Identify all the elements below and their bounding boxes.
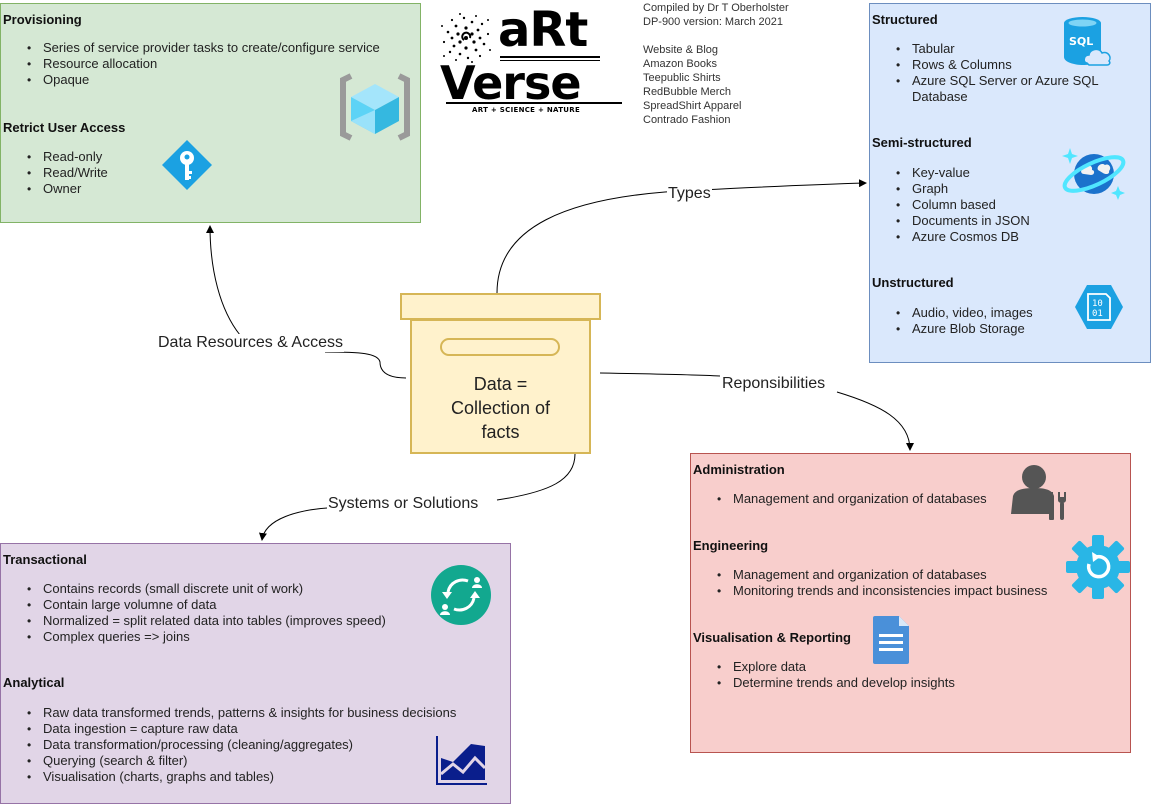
visualisation-list: Explore data Determine trends and develo… (717, 659, 955, 691)
edge-systems (496, 453, 576, 501)
logo-tagline: ART + SCIENCE + NATURE (472, 106, 581, 114)
edge-resources (324, 351, 407, 379)
list-item: Read-only (27, 149, 108, 165)
edge-label-responsibilities: Reponsibilities (721, 375, 827, 393)
link-website[interactable]: Website & Blog (643, 44, 719, 56)
edge-systems-lower (258, 507, 328, 541)
version-text: DP-900 version: March 2021 (643, 16, 784, 28)
resources-panel: Provisioning Series of service provider … (0, 3, 421, 223)
list-item: Owner (27, 181, 108, 197)
administration-list: Management and organization of databases (717, 491, 987, 507)
list-item: Azure SQL Server or Azure SQL Database (896, 73, 1126, 105)
responsibilities-panel: Administration Management and organizati… (690, 453, 1131, 753)
section-title-engineering: Engineering (693, 538, 769, 553)
section-title-unstructured: Unstructured (872, 275, 954, 290)
gear-refresh-icon (1066, 535, 1130, 599)
list-item: Querying (search & filter) (27, 753, 456, 769)
transactional-list: Contains records (small discrete unit of… (27, 581, 386, 645)
section-title-analytical: Analytical (3, 675, 65, 690)
svg-text:10: 10 (1092, 299, 1103, 309)
link-contrado[interactable]: Contrado Fashion (643, 114, 731, 126)
list-item: Audio, video, images (896, 305, 1033, 321)
edge-resources-upper (206, 225, 241, 336)
logo-rule (500, 56, 600, 58)
section-title-restrict-access: Retrict User Access (3, 120, 126, 135)
list-item: Determine trends and develop insights (717, 675, 955, 691)
sql-database-icon: SQL (1064, 17, 1111, 66)
list-item: Data transformation/processing (cleaning… (27, 737, 456, 753)
edge-label-systems: Systems or Solutions (327, 495, 480, 513)
svg-text:SQL: SQL (1069, 35, 1093, 48)
list-item: Documents in JSON (896, 213, 1030, 229)
edge-responsibilities (599, 372, 721, 377)
provisioning-list: Series of service provider tasks to crea… (27, 40, 380, 88)
edge-label-types: Types (667, 185, 712, 203)
resource-cube-icon (340, 73, 410, 141)
unstructured-list: Audio, video, images Azure Blob Storage (896, 305, 1033, 337)
link-spreadshirt[interactable]: SpreadShirt Apparel (643, 100, 742, 112)
logo-rule (446, 102, 622, 104)
section-title-administration: Administration (693, 462, 785, 477)
author-text: Compiled by Dr T Oberholster (643, 2, 789, 14)
document-icon (873, 616, 909, 664)
link-amazon[interactable]: Amazon Books (643, 58, 717, 70)
edge-label-resources: Data Resources & Access (157, 334, 344, 352)
list-item: Series of service provider tasks to crea… (27, 40, 380, 56)
list-item: Monitoring trends and inconsistencies im… (717, 583, 1047, 599)
list-item: Opaque (27, 72, 380, 88)
sync-users-icon (431, 565, 491, 625)
logo-word-verse: Verse (440, 56, 582, 110)
list-item: Azure Cosmos DB (896, 229, 1030, 245)
data-box-label: Data = Collection of facts (450, 374, 551, 442)
types-panel: Structured Tabular Rows & Columns Azure … (869, 3, 1151, 363)
spiral-dots-icon (441, 13, 491, 63)
list-item: Column based (896, 197, 1030, 213)
list-item: Resource allocation (27, 56, 380, 72)
list-item: Contains records (small discrete unit of… (27, 581, 386, 597)
area-chart-icon (436, 736, 487, 785)
semi-structured-list: Key-value Graph Column based Documents i… (896, 165, 1030, 245)
section-title-provisioning: Provisioning (3, 12, 82, 27)
list-item: Complex queries => joins (27, 629, 386, 645)
list-item: Rows & Columns (896, 57, 1126, 73)
section-title-visualisation: Visualisation & Reporting (693, 630, 851, 645)
link-teepublic[interactable]: Teepublic Shirts (643, 72, 721, 84)
structured-list: Tabular Rows & Columns Azure SQL Server … (896, 41, 1126, 105)
access-list: Read-only Read/Write Owner (27, 149, 108, 197)
cosmos-db-icon (1062, 148, 1126, 200)
list-item: Raw data transformed trends, patterns & … (27, 705, 456, 721)
key-icon (162, 140, 212, 190)
list-item: Management and organization of databases (717, 491, 987, 507)
svg-text:01: 01 (1092, 309, 1103, 319)
list-item: Key-value (896, 165, 1030, 181)
section-title-semi-structured: Semi-structured (872, 135, 972, 150)
artverse-logo: aRt Verse ART + SCIENCE + NATURE (436, 2, 622, 118)
list-item: Contain large volumne of data (27, 597, 386, 613)
list-item: Normalized = split related data into tab… (27, 613, 386, 629)
blob-storage-icon: 10 01 (1075, 285, 1123, 329)
list-item: Data ingestion = capture raw data (27, 721, 456, 737)
list-item: Management and organization of databases (717, 567, 1047, 583)
link-redbubble[interactable]: RedBubble Merch (643, 86, 732, 98)
list-item: Tabular (896, 41, 1126, 57)
admin-user-tools-icon (1011, 465, 1066, 520)
list-item: Azure Blob Storage (896, 321, 1033, 337)
list-item: Read/Write (27, 165, 108, 181)
data-box-lid (400, 293, 601, 320)
section-title-structured: Structured (872, 12, 938, 27)
list-item: Graph (896, 181, 1030, 197)
logo-rule (500, 60, 600, 61)
systems-panel: Transactional Contains records (small di… (0, 543, 511, 804)
engineering-list: Management and organization of databases… (717, 567, 1047, 599)
edge-responsibilities-lower (836, 391, 914, 451)
analytical-list: Raw data transformed trends, patterns & … (27, 705, 456, 785)
credits: Compiled by Dr T Oberholster DP-900 vers… (643, 1, 789, 127)
list-item: Explore data (717, 659, 955, 675)
list-item: Visualisation (charts, graphs and tables… (27, 769, 456, 785)
data-box-handle (440, 338, 560, 356)
section-title-transactional: Transactional (3, 552, 87, 567)
logo-word-art: aRt (498, 2, 588, 58)
